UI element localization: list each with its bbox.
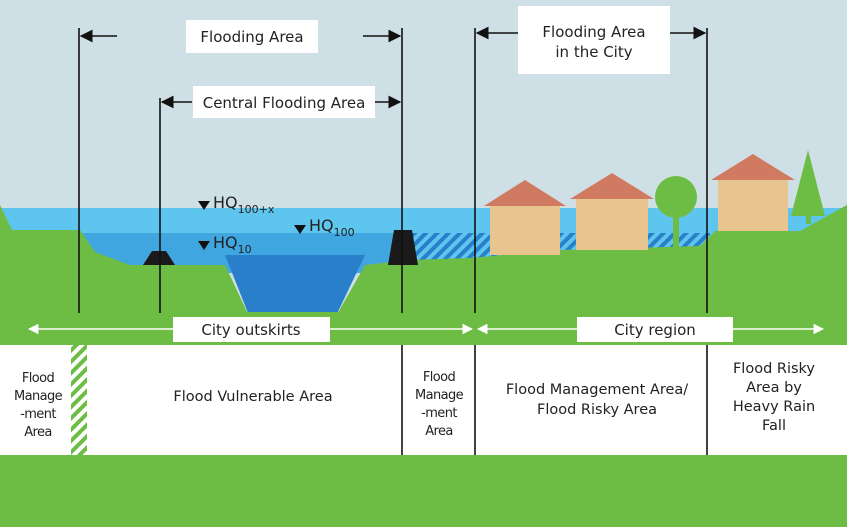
svg-text:Manage: Manage	[14, 389, 63, 404]
label-city-region: City region	[577, 317, 733, 342]
svg-text:Flooding Area: Flooding Area	[542, 23, 645, 41]
label-flooding-area-city: Flooding Area in the City	[518, 6, 670, 74]
svg-text:Flood Risky Area: Flood Risky Area	[537, 402, 657, 418]
svg-text:-ment: -ment	[421, 406, 457, 421]
dike-right	[388, 230, 418, 265]
svg-text:Flood: Flood	[423, 370, 456, 385]
house-3	[711, 154, 795, 231]
water-level-hq100: HQ100	[294, 216, 355, 239]
house-2	[570, 173, 654, 250]
label-central-flooding-area: Central Flooding Area	[193, 86, 375, 118]
svg-text:Area by: Area by	[746, 380, 802, 396]
zone-flood-management-mid: Flood Manage -ment Area	[415, 370, 464, 439]
house-1	[484, 180, 566, 255]
zone-flood-vulnerable: Flood Vulnerable Area	[173, 389, 332, 405]
svg-text:HQ10: HQ10	[213, 233, 252, 256]
svg-text:HQ100+x: HQ100+x	[213, 193, 275, 216]
svg-text:Fall: Fall	[762, 418, 786, 434]
svg-text:Central Flooding Area: Central Flooding Area	[203, 94, 366, 112]
svg-text:-ment: -ment	[20, 407, 56, 422]
boundary-lines	[78, 28, 708, 313]
svg-text:Area: Area	[425, 424, 453, 439]
ground-right	[470, 205, 847, 345]
dike-left	[143, 251, 175, 265]
zone-flood-management-left: Flood Manage -ment Area	[14, 371, 63, 440]
svg-text:Manage: Manage	[415, 388, 464, 403]
svg-text:Flooding Area: Flooding Area	[200, 28, 303, 46]
svg-text:HQ100: HQ100	[309, 216, 355, 239]
ground-left	[0, 205, 470, 345]
svg-text:Flood Risky: Flood Risky	[733, 361, 815, 377]
river-channel	[225, 255, 365, 318]
zone-flood-risky-heavy-rain: Flood Risky Area by Heavy Rain Fall	[733, 361, 816, 434]
label-flooding-area: Flooding Area	[186, 20, 318, 53]
tree-round	[655, 176, 697, 248]
svg-text:City region: City region	[614, 321, 696, 339]
svg-text:City outskirts: City outskirts	[201, 321, 300, 339]
zone-dividers	[401, 345, 708, 455]
svg-text:Flood Management Area/: Flood Management Area/	[506, 382, 688, 398]
dimension-arrows	[79, 26, 707, 109]
zone-flood-management-risky: Flood Management Area/ Flood Risky Area	[506, 382, 688, 418]
svg-text:in the City: in the City	[555, 43, 632, 61]
water-level-hq10: HQ10	[198, 233, 252, 256]
svg-text:Area: Area	[24, 425, 52, 440]
svg-text:Heavy Rain: Heavy Rain	[733, 399, 815, 415]
ground-band-bottom	[0, 455, 847, 527]
svg-text:Flood: Flood	[22, 371, 55, 386]
label-city-outskirts: City outskirts	[173, 317, 330, 342]
svg-text:Flood Vulnerable Area: Flood Vulnerable Area	[173, 389, 332, 405]
zone-hatched-divider	[71, 345, 87, 455]
zone-table	[0, 345, 847, 455]
tree-conifer	[791, 150, 825, 224]
water-level-hq100x: HQ100+x	[198, 193, 275, 216]
